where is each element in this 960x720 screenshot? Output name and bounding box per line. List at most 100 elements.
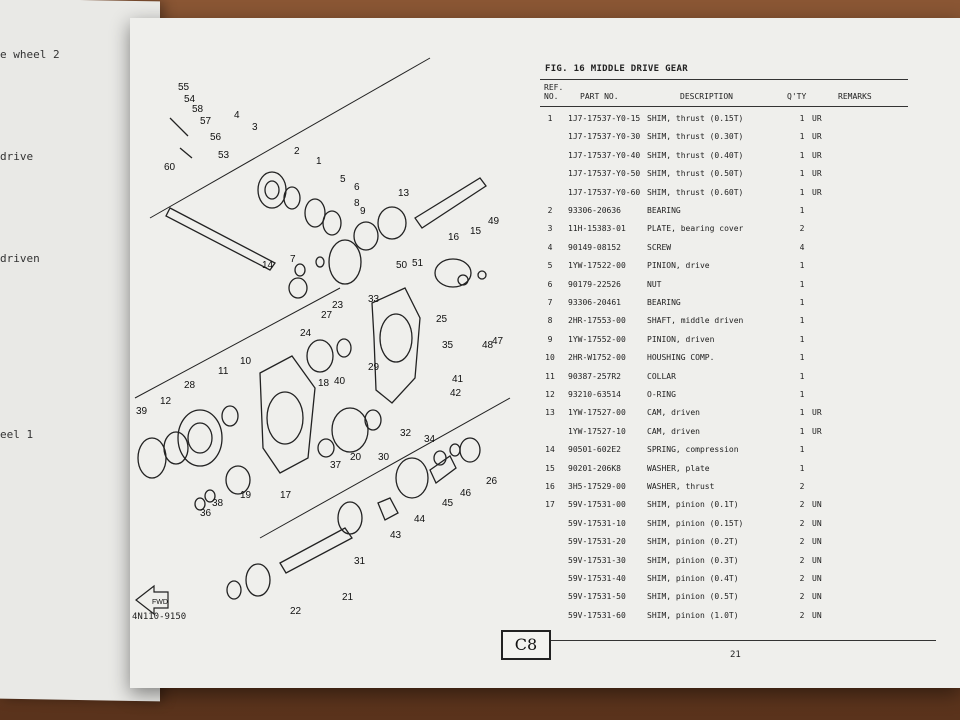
part-no: 2HR-17553-00 bbox=[568, 316, 626, 326]
ref-no: 15 bbox=[545, 463, 555, 473]
callout-number: 17 bbox=[280, 490, 292, 501]
ref-no: 3 bbox=[547, 224, 553, 234]
header-remarks: REMARKS bbox=[838, 92, 872, 101]
remarks: UN bbox=[812, 555, 822, 565]
model-code: 4N110-9150 bbox=[132, 612, 187, 622]
quantity: 1 bbox=[799, 298, 805, 307]
callout-number: 10 bbox=[240, 356, 252, 367]
callout-number: 41 bbox=[452, 374, 464, 385]
quantity: 1 bbox=[799, 187, 805, 197]
callout-number: 45 bbox=[442, 498, 454, 509]
description: SHIM, pinion (1.0T) bbox=[647, 610, 739, 620]
quantity: 2 bbox=[799, 574, 805, 583]
callout-number: 18 bbox=[318, 378, 330, 389]
quantity: 1 bbox=[799, 353, 805, 363]
callout-number: 9 bbox=[360, 206, 366, 217]
callout-number: 57 bbox=[200, 116, 212, 127]
callout-number: 4 bbox=[234, 110, 240, 121]
table-row: 3 11H-15383-01 PLATE, bearing cover 2 bbox=[540, 224, 940, 242]
callout-number: 22 bbox=[290, 606, 302, 617]
right-page bbox=[130, 18, 960, 688]
quantity: 1 bbox=[799, 426, 805, 436]
part-no: 90179-22526 bbox=[568, 279, 621, 289]
ref-no: 1 bbox=[547, 114, 553, 123]
callout-number: 60 bbox=[164, 162, 176, 173]
description: PLATE, bearing cover bbox=[647, 224, 744, 234]
ref-no: 11 bbox=[545, 371, 555, 381]
callout-number: 5 bbox=[340, 174, 346, 185]
quantity: 1 bbox=[799, 463, 805, 473]
part-no: 11H-15383-01 bbox=[568, 224, 626, 234]
left-page-text: driven bbox=[0, 252, 40, 265]
part-no: 90387-257R2 bbox=[568, 371, 621, 381]
description: SHIM, pinion (0.3T) bbox=[647, 555, 739, 565]
header-bottom-rule bbox=[540, 106, 908, 107]
callout-number: 38 bbox=[212, 498, 224, 509]
quantity: 2 bbox=[799, 224, 805, 234]
part-no: 1YW-17527-00 bbox=[568, 408, 626, 418]
ref-no: 6 bbox=[547, 279, 553, 289]
forward-arrow-icon: FWD bbox=[135, 584, 169, 616]
callout-number: 48 bbox=[482, 340, 494, 351]
ref-no: 5 bbox=[547, 261, 553, 271]
quantity: 1 bbox=[799, 206, 805, 215]
remarks: UR bbox=[812, 132, 822, 142]
callout-number: 35 bbox=[442, 340, 454, 351]
header-description: DESCRIPTION bbox=[680, 92, 733, 101]
description: SHIM, pinion (0.4T) bbox=[647, 574, 739, 583]
quantity: 1 bbox=[799, 316, 805, 326]
description: WASHER, thrust bbox=[647, 482, 715, 491]
ref-no: 2 bbox=[547, 206, 553, 215]
callout-number: 42 bbox=[450, 388, 462, 399]
section-badge: C8 bbox=[501, 630, 551, 660]
callout-number: 40 bbox=[334, 376, 346, 387]
part-no: 90201-206K8 bbox=[568, 463, 621, 473]
part-no: 90149-08152 bbox=[568, 242, 621, 252]
callout-number: 39 bbox=[136, 406, 148, 417]
remarks: UN bbox=[812, 592, 822, 602]
header-top-rule bbox=[540, 79, 908, 80]
callout-number: 14 bbox=[262, 260, 274, 271]
remarks: UR bbox=[812, 169, 822, 179]
remarks: UN bbox=[812, 500, 822, 510]
quantity: 1 bbox=[799, 169, 805, 179]
part-no: 1J7-17537-Y0-30 bbox=[568, 132, 641, 142]
callout-number: 13 bbox=[398, 188, 410, 199]
part-no: 93306-20461 bbox=[568, 298, 621, 307]
callout-number: 28 bbox=[184, 380, 196, 391]
quantity: 1 bbox=[799, 114, 805, 123]
callout-number: 25 bbox=[436, 314, 448, 325]
callout-number: 51 bbox=[412, 258, 424, 269]
callout-number: 31 bbox=[354, 556, 366, 567]
ref-no: 9 bbox=[547, 334, 553, 344]
description: HOUSHING COMP. bbox=[647, 353, 715, 363]
ref-no: 4 bbox=[547, 242, 553, 252]
callout-number: 24 bbox=[300, 328, 312, 339]
left-page-text: drive bbox=[0, 150, 34, 163]
quantity: 2 bbox=[799, 555, 805, 565]
ref-no: 7 bbox=[547, 298, 553, 307]
description: BEARING bbox=[647, 298, 681, 307]
part-no: 1YW-17527-10 bbox=[568, 426, 626, 436]
ref-no: 16 bbox=[545, 482, 555, 491]
description: NUT bbox=[647, 279, 662, 289]
description: SHIM, thrust (0.15T) bbox=[647, 114, 744, 123]
description: WASHER, plate bbox=[647, 463, 710, 473]
quantity: 2 bbox=[799, 592, 805, 602]
callout-number: 7 bbox=[290, 254, 296, 265]
description: CAM, driven bbox=[647, 408, 700, 418]
gear-case bbox=[137, 287, 421, 511]
description: SCREW bbox=[647, 242, 672, 252]
callout-number: 33 bbox=[368, 294, 380, 305]
part-no: 2HR-W1752-00 bbox=[568, 353, 626, 363]
quantity: 1 bbox=[799, 132, 805, 142]
